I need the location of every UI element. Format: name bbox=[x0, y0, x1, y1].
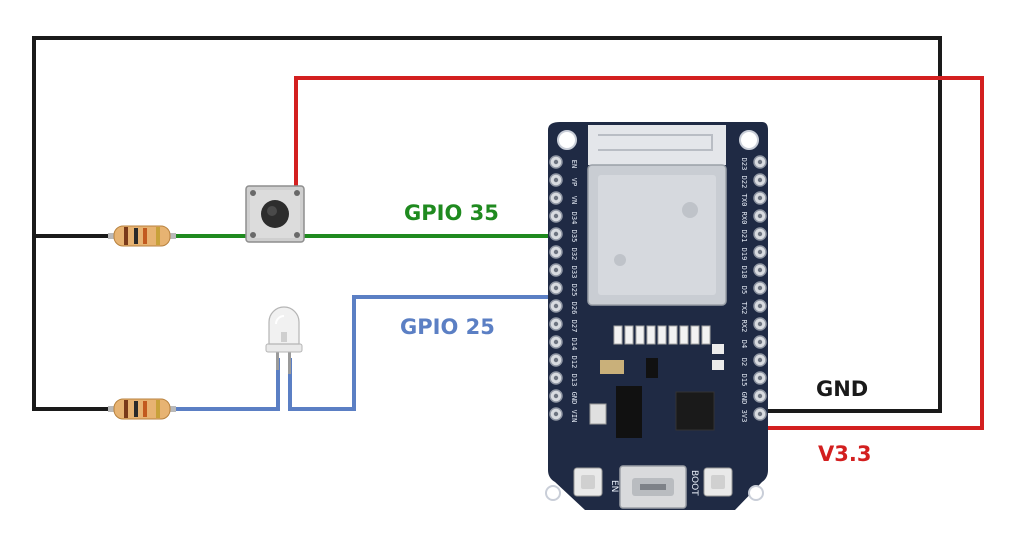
pin-label: D5 bbox=[740, 286, 748, 294]
pin-hole bbox=[757, 411, 763, 417]
gpio25-wire bbox=[173, 358, 280, 411]
pin-label: TX0 bbox=[740, 194, 748, 207]
micro-usb-port bbox=[619, 465, 687, 509]
pin-label: VIN bbox=[570, 410, 578, 423]
pin-label: D18 bbox=[740, 266, 748, 279]
smd-resistor bbox=[624, 325, 634, 345]
en-button: EN bbox=[573, 467, 619, 497]
pin-hole bbox=[553, 177, 559, 183]
smd-resistor bbox=[613, 325, 623, 345]
gpio25-wire-led bbox=[288, 295, 558, 411]
pin-hole bbox=[553, 339, 559, 345]
pin-hole bbox=[553, 195, 559, 201]
pin-label: D14 bbox=[570, 338, 578, 351]
pin-label: GND bbox=[570, 392, 578, 405]
v33-label: V3.3 bbox=[818, 442, 872, 466]
pin-hole bbox=[553, 159, 559, 165]
vcc-wire bbox=[294, 76, 984, 430]
boot-label: BOOT bbox=[689, 470, 699, 496]
pin-label: D2 bbox=[740, 358, 748, 366]
led-icon bbox=[265, 306, 303, 374]
pin-hole bbox=[757, 375, 763, 381]
regulator-chip bbox=[616, 386, 642, 438]
push-button-icon bbox=[245, 185, 305, 243]
pin-label: RX2 bbox=[740, 320, 748, 333]
pin-label: 3V3 bbox=[740, 410, 748, 423]
pin-hole bbox=[553, 285, 559, 291]
pin-label: TX2 bbox=[740, 302, 748, 315]
pin-hole bbox=[757, 303, 763, 309]
pin-hole bbox=[553, 393, 559, 399]
smd-resistor bbox=[668, 325, 678, 345]
pin-label: GND bbox=[740, 392, 748, 405]
pin-hole bbox=[553, 375, 559, 381]
pin-label: VN bbox=[570, 196, 578, 204]
pin-label: D12 bbox=[570, 356, 578, 369]
gpio25-label: GPIO 25 bbox=[400, 315, 495, 339]
pin-hole bbox=[553, 411, 559, 417]
pin-hole bbox=[553, 357, 559, 363]
pin-hole bbox=[553, 213, 559, 219]
gpio35-label: GPIO 35 bbox=[404, 201, 499, 225]
pin-label: D32 bbox=[570, 248, 578, 261]
pin-label: D13 bbox=[570, 374, 578, 387]
pin-hole bbox=[757, 267, 763, 273]
resistor-icon bbox=[108, 225, 176, 247]
pin-hole bbox=[757, 285, 763, 291]
pin-hole bbox=[757, 339, 763, 345]
resistor-icon bbox=[108, 398, 176, 420]
gnd-wire bbox=[32, 36, 942, 413]
pin-hole bbox=[757, 393, 763, 399]
pin-label: D21 bbox=[740, 230, 748, 243]
pin-hole bbox=[757, 231, 763, 237]
pin-hole bbox=[757, 177, 763, 183]
pin-hole bbox=[757, 321, 763, 327]
pin-hole bbox=[757, 249, 763, 255]
pin-hole bbox=[757, 213, 763, 219]
pin-hole bbox=[553, 303, 559, 309]
pin-label: EN bbox=[570, 160, 578, 168]
gnd-label: GND bbox=[816, 377, 869, 401]
pin-label: RX0 bbox=[740, 212, 748, 225]
boot-button: BOOT bbox=[689, 467, 733, 497]
pin-label: D33 bbox=[570, 266, 578, 279]
smd-resistor bbox=[657, 325, 667, 345]
smd-resistor bbox=[635, 325, 645, 345]
smd-resistor bbox=[679, 325, 689, 345]
smd-resistor bbox=[701, 325, 711, 345]
pin-hole bbox=[553, 267, 559, 273]
pin-label: D26 bbox=[570, 302, 578, 315]
pin-label: D19 bbox=[740, 248, 748, 261]
pin-hole bbox=[757, 357, 763, 363]
usb-uart-chip bbox=[675, 391, 715, 431]
pin-label: D35 bbox=[570, 230, 578, 243]
pin-hole bbox=[757, 159, 763, 165]
pin-hole bbox=[757, 195, 763, 201]
en-label: EN bbox=[609, 480, 619, 492]
pin-label: D22 bbox=[740, 176, 748, 189]
gnd-wire-bottom bbox=[32, 234, 112, 411]
pin-label: VP bbox=[570, 178, 578, 186]
pin-label: D27 bbox=[570, 320, 578, 333]
pin-hole bbox=[553, 321, 559, 327]
pin-hole bbox=[553, 249, 559, 255]
smd-resistor bbox=[646, 325, 656, 345]
pin-label: D15 bbox=[740, 374, 748, 387]
pin-label: D4 bbox=[740, 340, 748, 348]
pin-hole bbox=[553, 231, 559, 237]
pin-label: D23 bbox=[740, 158, 748, 171]
pin-label: D34 bbox=[570, 212, 578, 225]
pin-label: D25 bbox=[570, 284, 578, 297]
smd-resistor bbox=[690, 325, 700, 345]
